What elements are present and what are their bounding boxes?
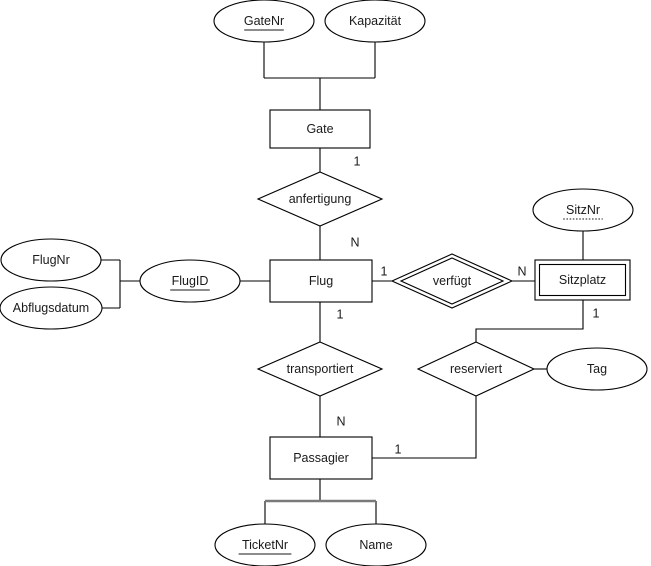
attribute-abflugsdatum[interactable]: Abflugsdatum: [0, 286, 103, 330]
cardinality-verfuegt-sitzplatz: N: [517, 264, 526, 278]
attribute-ellipse-tag[interactable]: [546, 347, 648, 391]
attribute-ellipse-kapazitaet[interactable]: [324, 0, 426, 43]
relationship-anfertigung[interactable]: anfertigung: [256, 171, 384, 227]
attribute-label-abflugsdatum: Abflugsdatum: [13, 301, 89, 315]
connector-passagier-to-reserviert: [372, 396, 477, 459]
relationship-label-anfertigung: anfertigung: [289, 192, 352, 206]
cardinality-transportiert-passagier: N: [336, 414, 345, 428]
relationship-diamond-anfertigung[interactable]: [256, 171, 384, 227]
entity-label-flug: Flug: [309, 274, 333, 288]
attribute-label-sitznr: SitzNr: [566, 203, 600, 217]
cardinality-flug-verfuegt: 1: [381, 264, 388, 278]
entity-label-gate: Gate: [306, 122, 333, 136]
attribute-label-ticketnr: TicketNr: [242, 538, 288, 552]
relationship-diamond-transportiert[interactable]: [256, 341, 384, 397]
attribute-ellipse-flugnr[interactable]: [0, 238, 102, 282]
attribute-label-kapazitaet: Kapazität: [349, 14, 402, 28]
attribute-name[interactable]: Name: [325, 523, 427, 566]
entity-box-passagier[interactable]: [269, 436, 373, 480]
attribute-ellipse-flugid[interactable]: [139, 259, 241, 303]
relationship-diamond-reserviert[interactable]: [416, 341, 536, 397]
attribute-label-gatenr: GateNr: [244, 14, 284, 28]
relationship-label-transportiert: transportiert: [287, 362, 354, 376]
entity-gate[interactable]: Gate: [269, 109, 371, 149]
relationship-label-reserviert: reserviert: [450, 362, 503, 376]
relationship-transportiert[interactable]: transportiert: [256, 341, 384, 397]
entity-sitzplatz[interactable]: Sitzplatz: [534, 259, 631, 301]
attribute-flugnr[interactable]: FlugNr: [0, 238, 102, 282]
attribute-ellipse-gatenr[interactable]: [213, 0, 315, 43]
attribute-flugid[interactable]: FlugID: [139, 259, 241, 303]
attribute-ellipse-name[interactable]: [325, 523, 427, 566]
relationship-verfuegt[interactable]: verfügt: [390, 253, 514, 309]
attribute-kapazitaet[interactable]: Kapazität: [324, 0, 426, 43]
attribute-ticketnr[interactable]: TicketNr: [214, 523, 316, 566]
relationship-reserviert[interactable]: reserviert: [416, 341, 536, 397]
relationship-diamond-inner-verfuegt: [399, 257, 505, 305]
attribute-label-flugnr: FlugNr: [32, 253, 70, 267]
entity-box-inner-sitzplatz: [538, 263, 627, 297]
attribute-label-tag: Tag: [587, 362, 607, 376]
entity-label-passagier: Passagier: [293, 451, 349, 465]
entity-flug[interactable]: Flug: [269, 259, 373, 303]
attribute-ellipse-abflugsdatum[interactable]: [0, 286, 103, 330]
cardinality-sitzplatz-reserviert: 1: [593, 306, 600, 320]
entity-box-flug[interactable]: [269, 259, 373, 303]
entity-label-sitzplatz: Sitzplatz: [559, 273, 606, 287]
connector-sitzplatz-to-reserviert: [475, 300, 584, 342]
attribute-label-name: Name: [359, 538, 392, 552]
cardinality-flug-transportiert: 1: [337, 307, 344, 321]
attribute-label-flugid: FlugID: [172, 274, 209, 288]
attribute-sitznr[interactable]: SitzNr: [532, 188, 634, 232]
relationship-label-verfuegt: verfügt: [433, 274, 472, 288]
cardinality-anfertigung-flug: N: [350, 235, 359, 249]
cardinality-passagier-reserviert: 1: [395, 442, 402, 456]
connector-layer: [101, 42, 584, 524]
attribute-ellipse-sitznr[interactable]: [532, 188, 634, 232]
entity-box-gate[interactable]: [269, 109, 371, 149]
cardinality-gate-anfertigung: 1: [354, 154, 361, 168]
attribute-gatenr[interactable]: GateNr: [213, 0, 315, 43]
entity-passagier[interactable]: Passagier: [269, 436, 373, 480]
attribute-ellipse-ticketnr[interactable]: [214, 523, 316, 566]
attribute-tag[interactable]: Tag: [546, 347, 648, 391]
